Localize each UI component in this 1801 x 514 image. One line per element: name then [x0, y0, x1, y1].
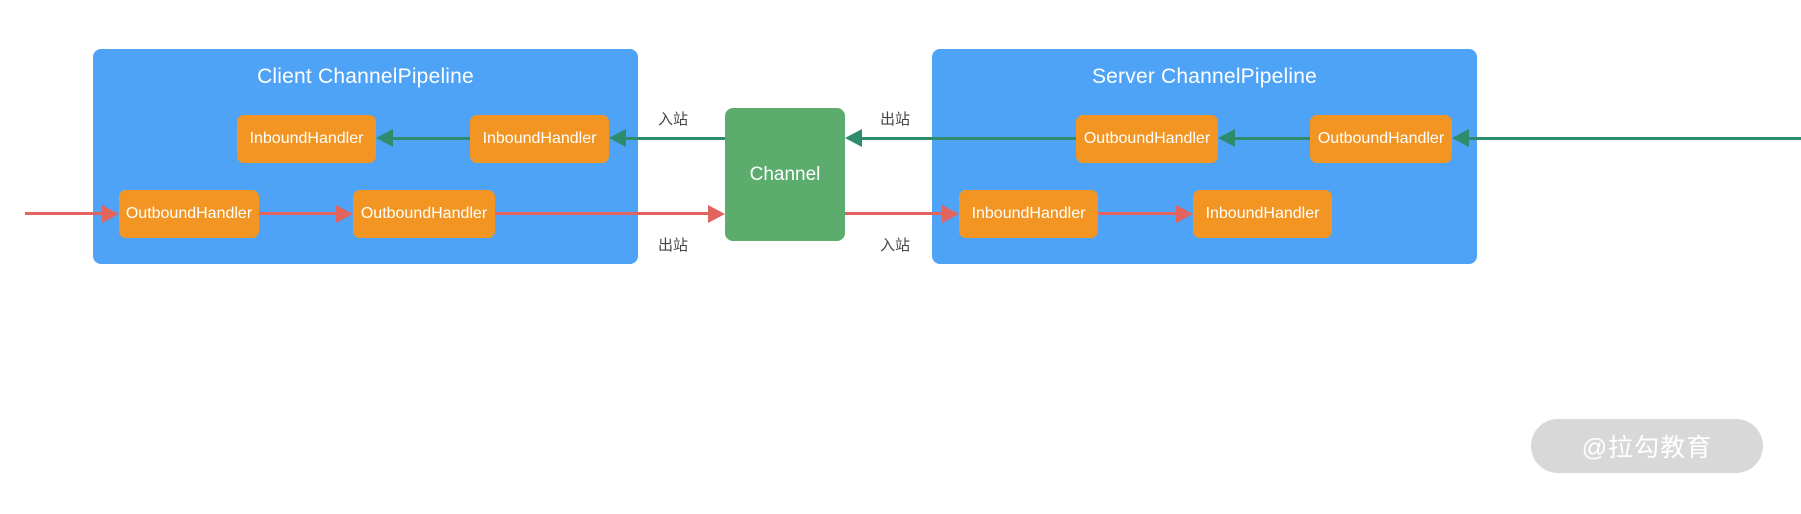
arrow-line-channel-to-server-inbound — [845, 212, 942, 215]
arrow-line-client-inbound-2-to-1 — [393, 137, 470, 140]
flow-label-server-outbound-top: 出站 — [880, 111, 911, 128]
arrow-line-server-outbound-2-to-1 — [1235, 137, 1310, 140]
flow-label-server-inbound-bottom: 入站 — [880, 237, 911, 254]
watermark-badge: @拉勾教育 — [1531, 419, 1763, 473]
arrow-head-client-inbound-2-to-1 — [376, 129, 393, 147]
flow-label-client-outbound-bottom: 出站 — [658, 237, 689, 254]
arrow-head-channel-to-server-outbound — [845, 129, 862, 147]
server-inbound-handler-1[interactable]: InboundHandler — [959, 190, 1098, 238]
server-outbound-handler-1[interactable]: OutboundHandler — [1076, 115, 1218, 163]
arrow-line-channel-to-client-inbound — [626, 137, 725, 140]
server-inbound-handler-1-label: InboundHandler — [971, 205, 1086, 222]
arrow-line-client-outbound-1-to-2 — [259, 212, 336, 215]
arrow-line-client-outbound-entry — [25, 212, 102, 215]
arrow-head-channel-to-client-inbound — [609, 129, 626, 147]
server-pipeline-title: Server ChannelPipeline — [1091, 65, 1318, 88]
arrow-head-client-outbound-1-to-2 — [336, 205, 353, 223]
server-outbound-handler-1-label: OutboundHandler — [1083, 130, 1211, 147]
arrow-head-server-inbound-1-to-2 — [1176, 205, 1193, 223]
arrow-line-server-inbound-1-to-2 — [1098, 212, 1176, 215]
arrow-head-client-outbound-to-channel — [708, 205, 725, 223]
client-inbound-handler-2[interactable]: InboundHandler — [470, 115, 609, 163]
client-pipeline-title: Client ChannelPipeline — [257, 65, 474, 88]
arrow-line-channel-to-server-outbound — [862, 137, 1076, 140]
client-inbound-handler-1[interactable]: InboundHandler — [237, 115, 376, 163]
server-inbound-handler-2-label: InboundHandler — [1205, 205, 1320, 222]
arrow-head-channel-to-server-inbound — [942, 205, 959, 223]
arrow-head-client-outbound-entry — [102, 205, 119, 223]
watermark-text: @拉勾教育 — [1581, 434, 1713, 462]
client-outbound-handler-1-label: OutboundHandler — [125, 205, 253, 222]
flow-label-client-inbound-top: 入站 — [658, 111, 689, 128]
arrow-line-client-outbound-to-channel — [495, 212, 708, 215]
client-outbound-handler-2-label: OutboundHandler — [360, 205, 488, 222]
arrow-head-server-outbound-entry — [1452, 129, 1469, 147]
channel-box[interactable]: Channel — [725, 108, 845, 241]
server-outbound-handler-2[interactable]: OutboundHandler — [1310, 115, 1452, 163]
server-outbound-handler-2-label: OutboundHandler — [1317, 130, 1445, 147]
client-outbound-handler-1[interactable]: OutboundHandler — [119, 190, 259, 238]
client-inbound-handler-2-label: InboundHandler — [482, 130, 597, 147]
client-outbound-handler-2[interactable]: OutboundHandler — [353, 190, 495, 238]
client-inbound-handler-1-label: InboundHandler — [249, 130, 364, 147]
server-inbound-handler-2[interactable]: InboundHandler — [1193, 190, 1332, 238]
channel-label: Channel — [749, 163, 821, 185]
arrow-head-server-outbound-2-to-1 — [1218, 129, 1235, 147]
arrow-line-server-outbound-entry — [1469, 137, 1801, 140]
